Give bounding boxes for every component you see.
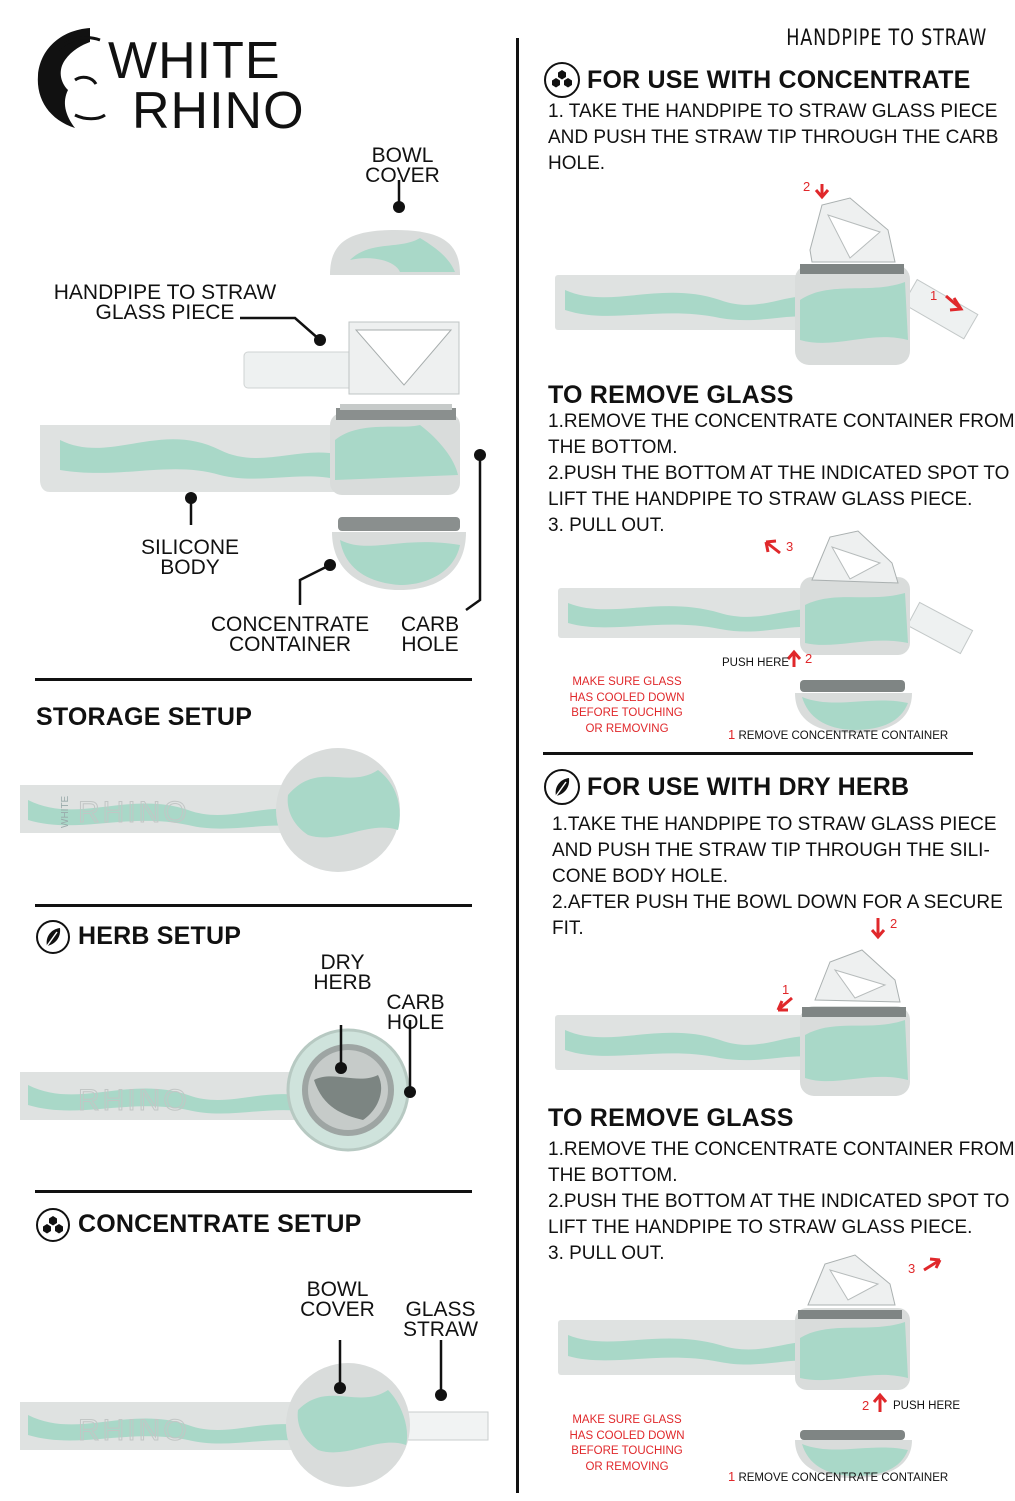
leaf-icon — [36, 920, 70, 954]
herb-use-instructions: 1.TAKE THE HANDPIPE TO STRAW GLASS PIECE… — [552, 814, 1003, 939]
remove-glass-instructions-2: 1.REMOVE THE CONCENTRATE CONTAINER FROM … — [548, 1139, 1015, 1264]
divider — [35, 1190, 472, 1193]
doc-title: HANDPIPE TO STRAW — [786, 26, 987, 51]
remove-glass-image-2: 3 2 — [558, 1254, 942, 1478]
remove-glass-title-1: TO REMOVE GLASS — [548, 381, 794, 409]
remove-glass-image-1: 3 2 — [558, 530, 974, 733]
bowl-cover-shape — [330, 230, 460, 275]
herb-pipe-image: RHINO — [20, 1020, 416, 1152]
remove-glass-instructions-1: 1.REMOVE THE CONCENTRATE CONTAINER FROM … — [548, 411, 1015, 536]
svg-text:1: 1 — [930, 288, 937, 303]
concentrate-use-image: 2 1 — [555, 179, 979, 365]
svg-text:RHINO: RHINO — [78, 796, 190, 829]
push-here-label-1: PUSH HERE — [722, 657, 790, 669]
remove-container-caption-1: 1 REMOVE CONCENTRATE CONTAINER — [728, 727, 949, 742]
storage-title: STORAGE SETUP — [36, 703, 253, 731]
vertical-divider — [516, 38, 519, 1493]
svg-text:3: 3 — [786, 539, 793, 554]
svg-text:3: 3 — [908, 1261, 915, 1276]
brand-line1: WHITE — [108, 32, 281, 90]
push-here-label-2: PUSH HERE — [893, 1400, 961, 1412]
remove-glass-title-2: TO REMOVE GLASS — [548, 1104, 794, 1132]
remove-container-caption-2: 1 REMOVE CONCENTRATE CONTAINER — [728, 1469, 949, 1484]
svg-text:1: 1 — [782, 982, 789, 997]
svg-text:2: 2 — [805, 651, 812, 666]
honeycomb-icon — [544, 62, 580, 98]
silicone-body-shape — [40, 404, 460, 495]
svg-text:RHINO: RHINO — [78, 1414, 190, 1447]
glass-piece-shape — [243, 321, 460, 395]
herb-use-image: 2 1 — [555, 916, 910, 1096]
herb-setup-title: HERB SETUP — [78, 922, 242, 950]
concentrate-setup-title: CONCENTRATE SETUP — [78, 1210, 362, 1238]
leaf-icon — [544, 769, 580, 805]
divider — [543, 752, 973, 755]
exploded-diagram — [40, 180, 486, 612]
svg-text:2: 2 — [803, 179, 810, 194]
herb-use-title: FOR USE WITH DRY HERB — [587, 773, 910, 801]
rhino-logo-icon: WHITE RHINO — [37, 28, 304, 140]
brand-line2: RHINO — [132, 82, 305, 140]
svg-text:2: 2 — [890, 916, 897, 931]
svg-text:RHINO: RHINO — [78, 1084, 190, 1117]
honeycomb-icon — [36, 1208, 70, 1242]
concentrate-container-shape — [332, 517, 466, 590]
storage-pipe-image: RHINO WHITE — [20, 748, 400, 872]
concentrate-use-instructions: 1. TAKE THE HANDPIPE TO STRAW GLASS PIEC… — [548, 101, 999, 174]
svg-text:WHITE: WHITE — [60, 795, 71, 828]
divider — [35, 678, 472, 681]
svg-text:2: 2 — [862, 1398, 869, 1413]
concentrate-pipe-image: RHINO — [20, 1340, 489, 1487]
concentrate-use-title: FOR USE WITH CONCENTRATE — [587, 66, 971, 94]
divider — [35, 904, 472, 907]
